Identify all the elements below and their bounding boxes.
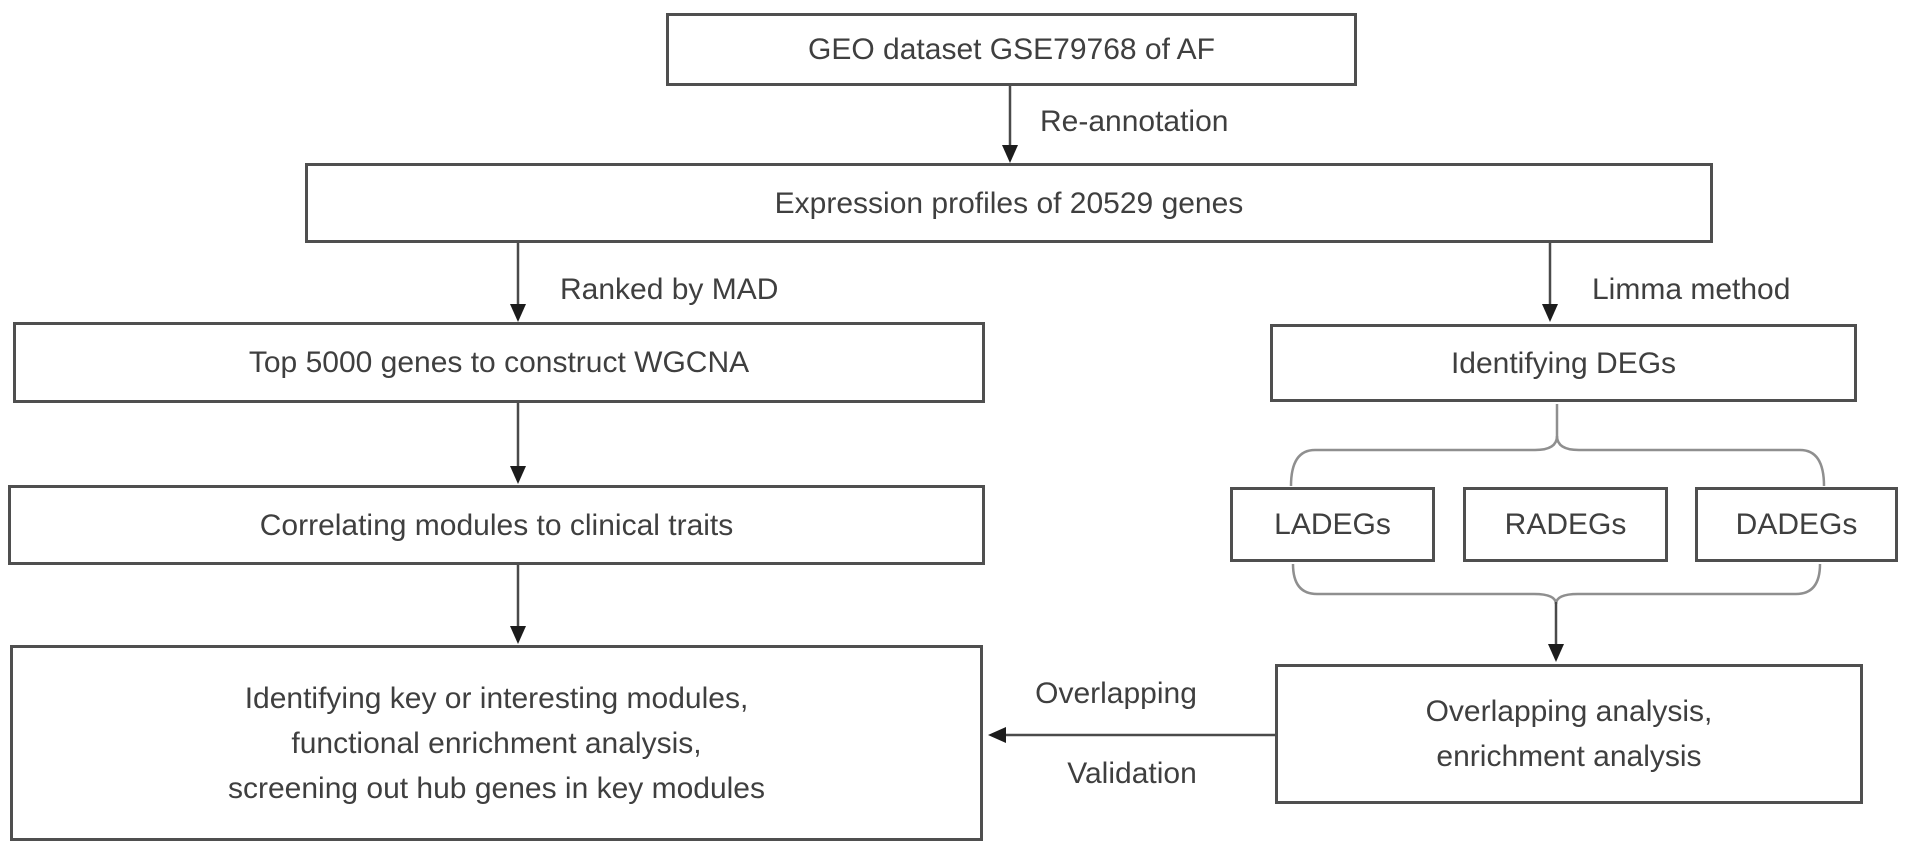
- brace-degs-split-left: [1289, 435, 1559, 487]
- node-top5000-wgcna: Top 5000 genes to construct WGCNA: [13, 322, 985, 403]
- edge-label-overlapping: Overlapping: [1035, 677, 1197, 710]
- node-ladegs-label: LADEGs: [1274, 508, 1391, 541]
- node-expression-profiles: Expression profiles of 20529 genes: [305, 163, 1713, 243]
- arrow-merge-to-overlap-head: [1548, 644, 1564, 662]
- arrow-wgcna-to-correlating-head: [510, 466, 526, 484]
- edge-label-validation: Validation: [1067, 757, 1197, 790]
- node-identifying-degs-label: Identifying DEGs: [1450, 346, 1677, 380]
- node-key-modules: Identifying key or interesting modules, …: [10, 645, 983, 841]
- node-radegs: RADEGs: [1463, 487, 1668, 562]
- arrow-overlap-to-keymodules-head: [988, 727, 1006, 743]
- brace-degs-split-right: [1555, 435, 1826, 487]
- node-ladegs: LADEGs: [1230, 487, 1435, 562]
- node-dadegs: DADEGs: [1695, 487, 1898, 562]
- brace-degs-merge-left: [1291, 563, 1558, 605]
- node-geo-dataset: GEO dataset GSE79768 of AF: [666, 13, 1357, 86]
- brace-degs-merge-right: [1554, 563, 1822, 605]
- arrow-geo-to-expression-head: [1002, 145, 1018, 163]
- edge-label-ranked-by-mad: Ranked by MAD: [560, 273, 779, 306]
- node-overlapping-analysis: Overlapping analysis, enrichment analysi…: [1275, 664, 1863, 804]
- node-overlapping-analysis-label: Overlapping analysis, enrichment analysi…: [1425, 695, 1713, 773]
- node-radegs-label: RADEGs: [1504, 508, 1627, 541]
- node-correlating-modules-label: Correlating modules to clinical traits: [259, 508, 734, 542]
- node-expression-profiles-label: Expression profiles of 20529 genes: [774, 186, 1244, 220]
- node-top5000-wgcna-label: Top 5000 genes to construct WGCNA: [248, 346, 750, 379]
- arrow-correlating-to-keymodules-head: [510, 626, 526, 644]
- node-correlating-modules: Correlating modules to clinical traits: [8, 485, 985, 565]
- arrow-expression-to-degs-head: [1542, 304, 1558, 322]
- node-key-modules-label: Identifying key or interesting modules, …: [227, 681, 765, 805]
- node-identifying-degs: Identifying DEGs: [1270, 324, 1857, 402]
- node-geo-dataset-label: GEO dataset GSE79768 of AF: [808, 33, 1215, 66]
- arrow-expression-to-wgcna-head: [510, 304, 526, 322]
- node-dadegs-label: DADEGs: [1735, 508, 1858, 541]
- edge-label-re-annotation: Re-annotation: [1040, 105, 1229, 138]
- edge-label-limma-method: Limma method: [1592, 273, 1791, 306]
